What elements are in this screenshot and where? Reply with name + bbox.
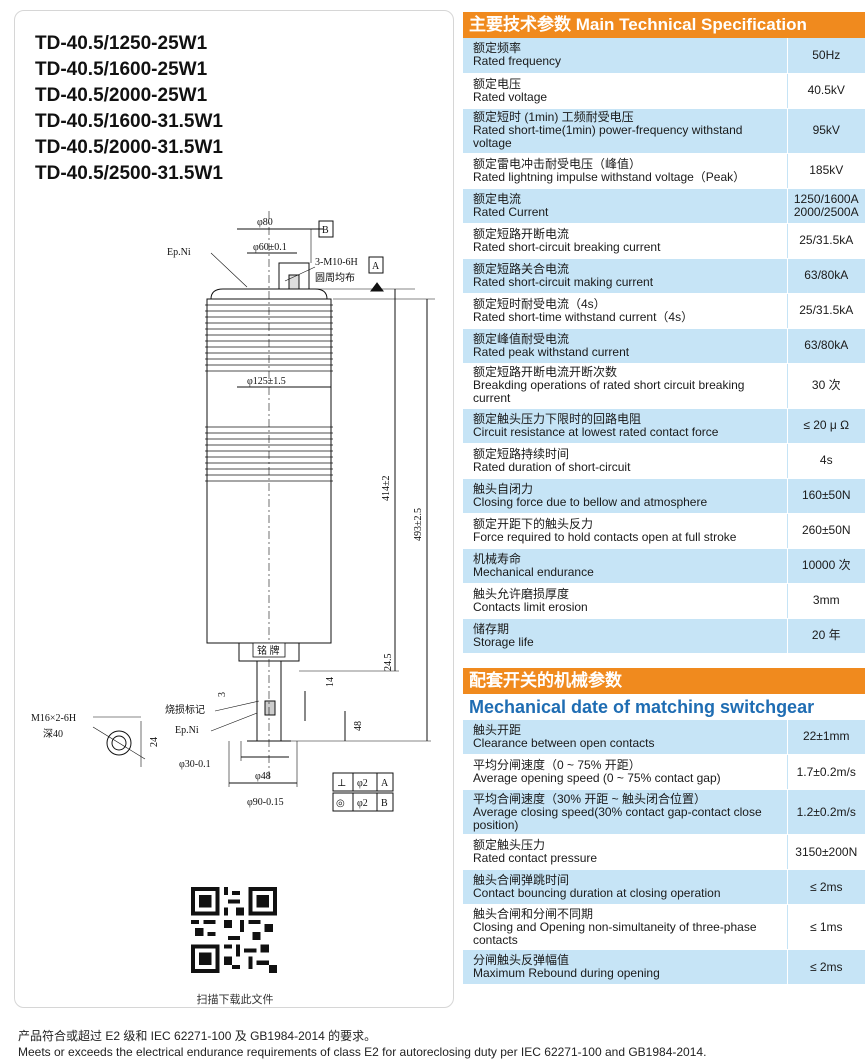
dim-d48: φ48 xyxy=(255,771,271,782)
mech-section-title: 配套开关的机械参数 xyxy=(463,667,865,694)
dim-d30: φ30-0.1 xyxy=(179,759,211,770)
spec-panel: 主要技术参数 Main Technical Specification 额定频率… xyxy=(463,12,865,985)
model-name: TD-40.5/2000-31.5W1 xyxy=(35,137,223,158)
compliance-note-cn: 产品符合或超过 E2 级和 IEC 62271-100 及 GB1984-201… xyxy=(18,1029,377,1043)
datum-b-label: B xyxy=(322,225,329,236)
spec-section-title: 主要技术参数 Main Technical Specification xyxy=(463,12,865,38)
tol-perp-value: φ2 xyxy=(357,778,368,789)
qr-caption: 扫描下载此文件 xyxy=(196,994,274,1006)
perpendicularity-icon: ⊥ xyxy=(337,778,346,789)
tol-conc-value: φ2 xyxy=(357,798,368,809)
model-name: TD-40.5/2500-31.5W1 xyxy=(35,163,223,184)
model-name: TD-40.5/1250-25W1 xyxy=(35,33,208,54)
tol-perp-ref: A xyxy=(381,778,389,789)
model-name: TD-40.5/1600-31.5W1 xyxy=(35,111,223,132)
thread-top-label: 3-M10-6H xyxy=(315,257,358,268)
table-row: 额定短时耐受电流（4s）Rated short-time withstand c… xyxy=(463,293,865,329)
burn-mark-label: 烧损标记 xyxy=(165,703,205,716)
qr-code-icon[interactable] xyxy=(191,887,277,973)
tol-conc-ref: B xyxy=(381,798,388,809)
dim-d80: φ80 xyxy=(257,217,273,228)
compliance-note-en: Meets or exceeds the electrical enduranc… xyxy=(18,1045,707,1059)
plating-bottom-label: Ep.Ni xyxy=(175,725,199,736)
table-row: 平均分闸速度（0 ~ 75% 开距）Average opening speed … xyxy=(463,754,865,790)
dim-h48: 48 xyxy=(353,721,364,731)
dim-h14: 14 xyxy=(325,677,336,687)
dim-h24-5: 24.5 xyxy=(383,654,394,672)
nameplate-label: 铭 牌 xyxy=(257,644,280,657)
dim-h493: 493±2.5 xyxy=(413,508,424,541)
concentricity-icon: ◎ xyxy=(336,798,345,809)
table-row: 额定雷电冲击耐受电压（峰值）Rated lightning impulse wi… xyxy=(463,153,865,189)
thread-top-note: 圆周均布 xyxy=(315,272,355,284)
technical-drawing: φ80 B Ep.Ni φ60±0.1 3-M10-6H 圆周均布 A φ125… xyxy=(31,211,435,812)
datum-a-label: A xyxy=(372,261,380,272)
model-name: TD-40.5/2000-25W1 xyxy=(35,85,208,106)
dim-d60: φ60±0.1 xyxy=(253,242,287,253)
model-name: TD-40.5/1600-25W1 xyxy=(35,59,208,80)
dim-d90: φ90-0.15 xyxy=(247,797,284,808)
thread-side-label: M16×2-6H xyxy=(31,713,76,724)
dim-w24: 24 xyxy=(149,737,160,747)
dim-h3: 3 xyxy=(217,692,228,697)
drawing-panel: TD-40.5/1250-25W1 TD-40.5/1600-25W1 TD-4… xyxy=(14,10,454,1008)
compliance-note: 产品符合或超过 E2 级和 IEC 62271-100 及 GB1984-201… xyxy=(18,1028,706,1060)
table-row: 平均合闸速度（30% 开距 ~ 触头闭合位置）Average closing s… xyxy=(463,789,865,835)
dim-h414: 414±2 xyxy=(381,476,392,502)
plating-top-label: Ep.Ni xyxy=(167,247,191,258)
thread-side-depth: 深40 xyxy=(43,728,63,740)
section-spacer xyxy=(463,654,865,668)
model-list: TD-40.5/1250-25W1 TD-40.5/1600-25W1 TD-4… xyxy=(35,31,223,187)
dim-d125: φ125±1.5 xyxy=(247,376,286,387)
mech-section-subtitle: Mechanical date of matching switchgear xyxy=(469,696,815,717)
